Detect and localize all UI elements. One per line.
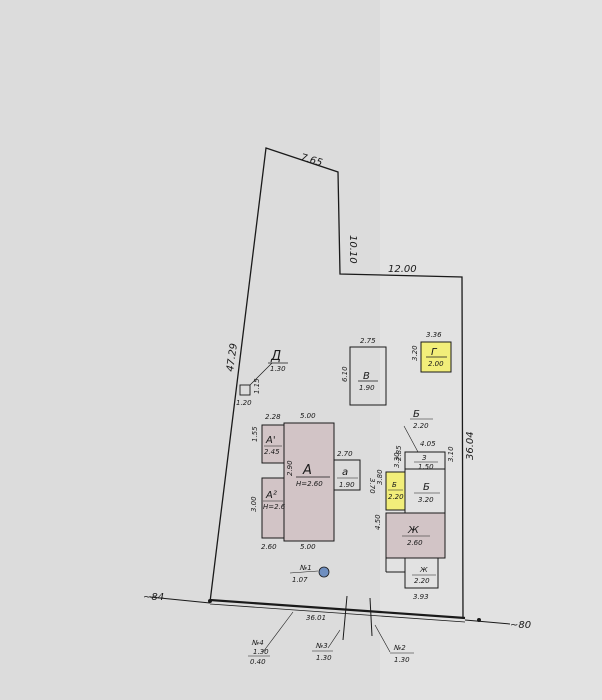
boundary-middle-label: 12.00 [388, 264, 417, 275]
block-b-small-leader [403, 425, 419, 453]
well-sub: 1.07 [292, 576, 308, 584]
building-d-outline [239, 384, 251, 396]
well-icon [318, 566, 330, 578]
corner-point-right [477, 618, 481, 622]
block-zh2-letter: Ж [419, 566, 428, 574]
annex-a1-sub: 2.45 [264, 448, 280, 456]
building-g-side: 3.20 [411, 345, 419, 361]
plot-boundary-line [209, 147, 464, 619]
building-g-sub: 2.00 [428, 360, 444, 368]
annex-a1-letter: А' [265, 435, 276, 446]
block-z-side: 2.85 [395, 445, 403, 461]
block-zh-letter: Ж [407, 525, 420, 536]
block-b-width: 4.05 [420, 440, 436, 448]
building-v-width: 2.75 [360, 337, 376, 345]
building-v-outline [349, 346, 387, 406]
block-b-yellow-letter: Б [392, 481, 397, 489]
block-z-sub: 1.50 [418, 463, 434, 471]
block-b-small-letter: Б [413, 409, 420, 420]
building-d-letter: Д [270, 349, 281, 364]
porch-a-sub: 1.90 [339, 481, 355, 489]
marker-4-label: №4 [251, 639, 264, 647]
road-left-label: ~84 [143, 592, 164, 603]
frontage-line-inner [209, 603, 466, 623]
road-right-label: ~80 [510, 620, 531, 631]
block-zh-sub: 2.60 [407, 539, 423, 547]
marker-2-v1: 1.30 [394, 656, 410, 664]
block-zh2-outline [404, 557, 439, 589]
paper-light-area [380, 0, 602, 700]
building-d-width: 1.20 [236, 399, 252, 407]
block-b-side: 3.10 [447, 446, 455, 462]
frontage-line [209, 598, 466, 620]
annex-a2-width: 2.60 [261, 543, 277, 551]
block-zh2-width: 3.93 [413, 593, 429, 601]
main-house-letter: А [302, 463, 312, 478]
road-line-right [464, 619, 511, 625]
block-b-yellow-outline [385, 471, 406, 511]
marker-3-leader [327, 629, 341, 649]
marker-4-v2: 0.40 [250, 658, 266, 666]
building-g-letter: Г [431, 347, 438, 358]
building-g-width: 3.36 [426, 331, 442, 339]
block-b-yellow-side: 3.30 [393, 452, 401, 468]
block-zh-side: 4.50 [374, 514, 382, 530]
marker-3-v1: 1.30 [316, 654, 332, 662]
block-z-letter: З [422, 454, 427, 462]
porch-a-width: 2.70 [337, 450, 353, 458]
gate-post-right [369, 597, 373, 637]
marker-4-v1: 1.30 [253, 648, 269, 656]
main-house-outline [283, 422, 335, 542]
building-d-sub: 1.30 [270, 365, 286, 373]
building-d-leader [249, 362, 273, 386]
main-house-width-top: 5.00 [300, 412, 316, 420]
marker-4-leader [262, 611, 294, 653]
building-v-letter: В [363, 371, 370, 382]
annex-a1-outline [261, 424, 285, 464]
boundary-upper-right-label: 10.10 [347, 235, 358, 264]
building-v-side: 6.10 [341, 366, 349, 382]
corner-point-left [208, 599, 212, 603]
porch-a-outline [333, 459, 361, 491]
block-b-yellow-sub: 2.20 [388, 493, 404, 501]
annex-a2-outline [261, 477, 285, 539]
porch-a-letter: а [342, 467, 348, 478]
main-house-side: 2.90 [286, 460, 294, 476]
building-d-side: 1.15 [253, 378, 261, 394]
annex-a1-side: 1.55 [251, 426, 259, 442]
annex-a2-sub: Н=2.6 [263, 503, 286, 511]
block-zh2-sub: 2.20 [414, 577, 430, 585]
block-b-small-sub: 2.20 [413, 422, 429, 430]
porch-a-side: 3.70 [368, 478, 376, 494]
boundary-right-label: 36.04 [465, 431, 476, 460]
marker-3-label: №3 [315, 642, 328, 650]
building-v-sub: 1.90 [359, 384, 375, 392]
gate-post-left [342, 595, 348, 641]
marker-2-label: №2 [393, 644, 406, 652]
annex-a2-letter: А² [265, 490, 277, 501]
road-line-left [149, 596, 211, 604]
block-b-letter: Б [423, 482, 430, 493]
boundary-left-label: 47.29 [225, 343, 240, 373]
main-house-sub: Н=2.60 [296, 480, 323, 488]
well-fraction-line [289, 570, 319, 574]
annex-a2-side: 3.00 [250, 496, 258, 512]
annex-a1-width: 2.28 [265, 413, 281, 421]
block-b-overall: 3.80 [376, 469, 384, 485]
block-b-sub: 3.20 [418, 496, 434, 504]
well-label: №1 [299, 564, 312, 572]
block-zh-outline [385, 512, 446, 559]
boundary-bottom-label: 36.01 [306, 614, 326, 622]
marker-2-leader [374, 624, 391, 653]
main-house-width-bottom: 5.00 [300, 543, 316, 551]
